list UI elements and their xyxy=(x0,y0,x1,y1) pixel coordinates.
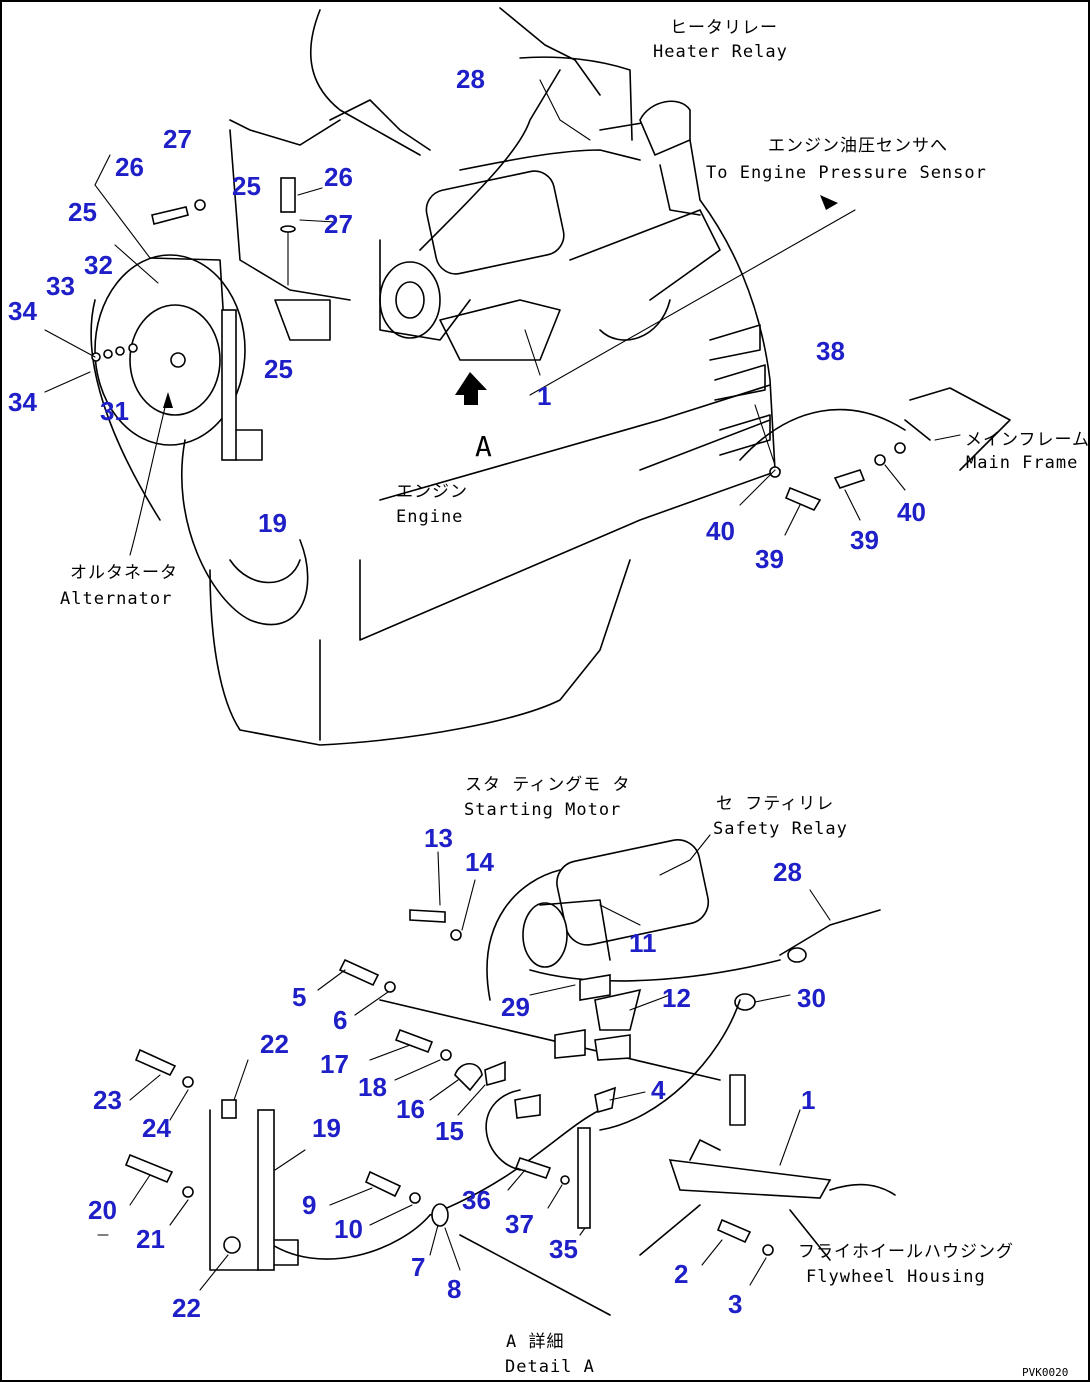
alternator-label-en: Alternator xyxy=(60,589,172,609)
callout-24: 24 xyxy=(142,1113,171,1143)
callout-14: 14 xyxy=(465,847,494,877)
callout-19: 19 xyxy=(258,508,287,538)
callout-26: 26 xyxy=(115,152,144,182)
drawing-code: PVK0020 xyxy=(1022,1366,1068,1379)
main-frame-label-en: Main Frame xyxy=(966,453,1078,473)
heater-relay-label-jp: ヒータリレー xyxy=(670,18,778,38)
callout-16: 16 xyxy=(396,1094,425,1124)
safety-relay-label-jp: セ フティリレ xyxy=(716,794,834,814)
view-a-label: A xyxy=(475,430,493,463)
callout-32: 32 xyxy=(84,250,113,280)
engine-assembly-drawing xyxy=(44,7,1011,746)
callout-38: 38 xyxy=(816,336,845,366)
callout-8: 8 xyxy=(447,1274,461,1304)
callout-40: 40 xyxy=(706,516,735,546)
callout-15: 15 xyxy=(435,1116,464,1146)
engine-label-jp: エンジン xyxy=(396,482,468,502)
detail-a-drawing xyxy=(97,834,896,1316)
detail-a-label-en: Detail A xyxy=(505,1357,595,1377)
heater-relay-label-en: Heater Relay xyxy=(653,42,788,62)
detail-a-label-jp: A 詳細 xyxy=(506,1332,564,1352)
callout-5: 5 xyxy=(292,982,306,1012)
callout-27: 27 xyxy=(163,124,192,154)
callout-22: 22 xyxy=(172,1293,201,1323)
callout-1: 1 xyxy=(801,1085,815,1115)
annotation-labels: ヒータリレー Heater Relay エンジン油圧センサへ To Engine… xyxy=(60,18,1090,1379)
callout-13: 13 xyxy=(424,823,453,853)
callout-39: 39 xyxy=(850,525,879,555)
pressure-sensor-label-en: To Engine Pressure Sensor xyxy=(706,163,987,183)
callout-28: 28 xyxy=(456,64,485,94)
starting-motor-label-jp: スタ ティングモ タ xyxy=(465,775,630,795)
callout-23: 23 xyxy=(93,1085,122,1115)
callout-34: 34 xyxy=(8,296,37,326)
callout-12: 12 xyxy=(662,983,691,1013)
callout-17: 17 xyxy=(320,1049,349,1079)
callout-6: 6 xyxy=(333,1005,347,1035)
callout-37: 37 xyxy=(505,1209,534,1239)
flywheel-label-jp: フライホイールハウジング xyxy=(798,1242,1014,1262)
pressure-sensor-label-jp: エンジン油圧センサへ xyxy=(768,136,948,156)
callout-1: 1 xyxy=(537,381,551,411)
callout-3: 3 xyxy=(728,1289,742,1319)
callout-18: 18 xyxy=(358,1072,387,1102)
callout-30: 30 xyxy=(797,983,826,1013)
callout-7: 7 xyxy=(411,1252,425,1282)
callout-4: 4 xyxy=(651,1075,666,1105)
callout-25: 25 xyxy=(68,197,97,227)
callout-31: 31 xyxy=(100,396,129,426)
callout-25: 25 xyxy=(264,354,293,384)
callout-21: 21 xyxy=(136,1224,165,1254)
callout-28: 28 xyxy=(773,857,802,887)
callout-9: 9 xyxy=(302,1190,316,1220)
callout-11: 11 xyxy=(629,928,657,958)
callout-36: 36 xyxy=(462,1185,491,1215)
callout-19: 19 xyxy=(312,1113,341,1143)
callout-39: 39 xyxy=(755,544,784,574)
callout-33: 33 xyxy=(46,271,75,301)
part-callouts: 28 27 26 25 26 27 25 32 33 34 34 31 25 1… xyxy=(8,64,926,1323)
alternator-label-jp: オルタネータ xyxy=(70,563,178,583)
starting-motor-label-en: Starting Motor xyxy=(464,800,621,820)
flywheel-label-en: Flywheel Housing xyxy=(806,1267,986,1287)
callout-20: 20 xyxy=(88,1195,117,1225)
callout-29: 29 xyxy=(501,992,530,1022)
callout-34: 34 xyxy=(8,387,37,417)
callout-26: 26 xyxy=(324,162,353,192)
callout-40: 40 xyxy=(897,497,926,527)
callout-25: 25 xyxy=(232,171,261,201)
engine-label-en: Engine xyxy=(396,507,463,527)
callout-22: 22 xyxy=(260,1029,289,1059)
callout-27: 27 xyxy=(324,209,353,239)
main-frame-label-jp: メインフレーム xyxy=(965,430,1090,450)
callout-2: 2 xyxy=(674,1259,688,1289)
safety-relay-label-en: Safety Relay xyxy=(713,819,848,839)
callout-35: 35 xyxy=(549,1234,578,1264)
callout-10: 10 xyxy=(334,1214,363,1244)
